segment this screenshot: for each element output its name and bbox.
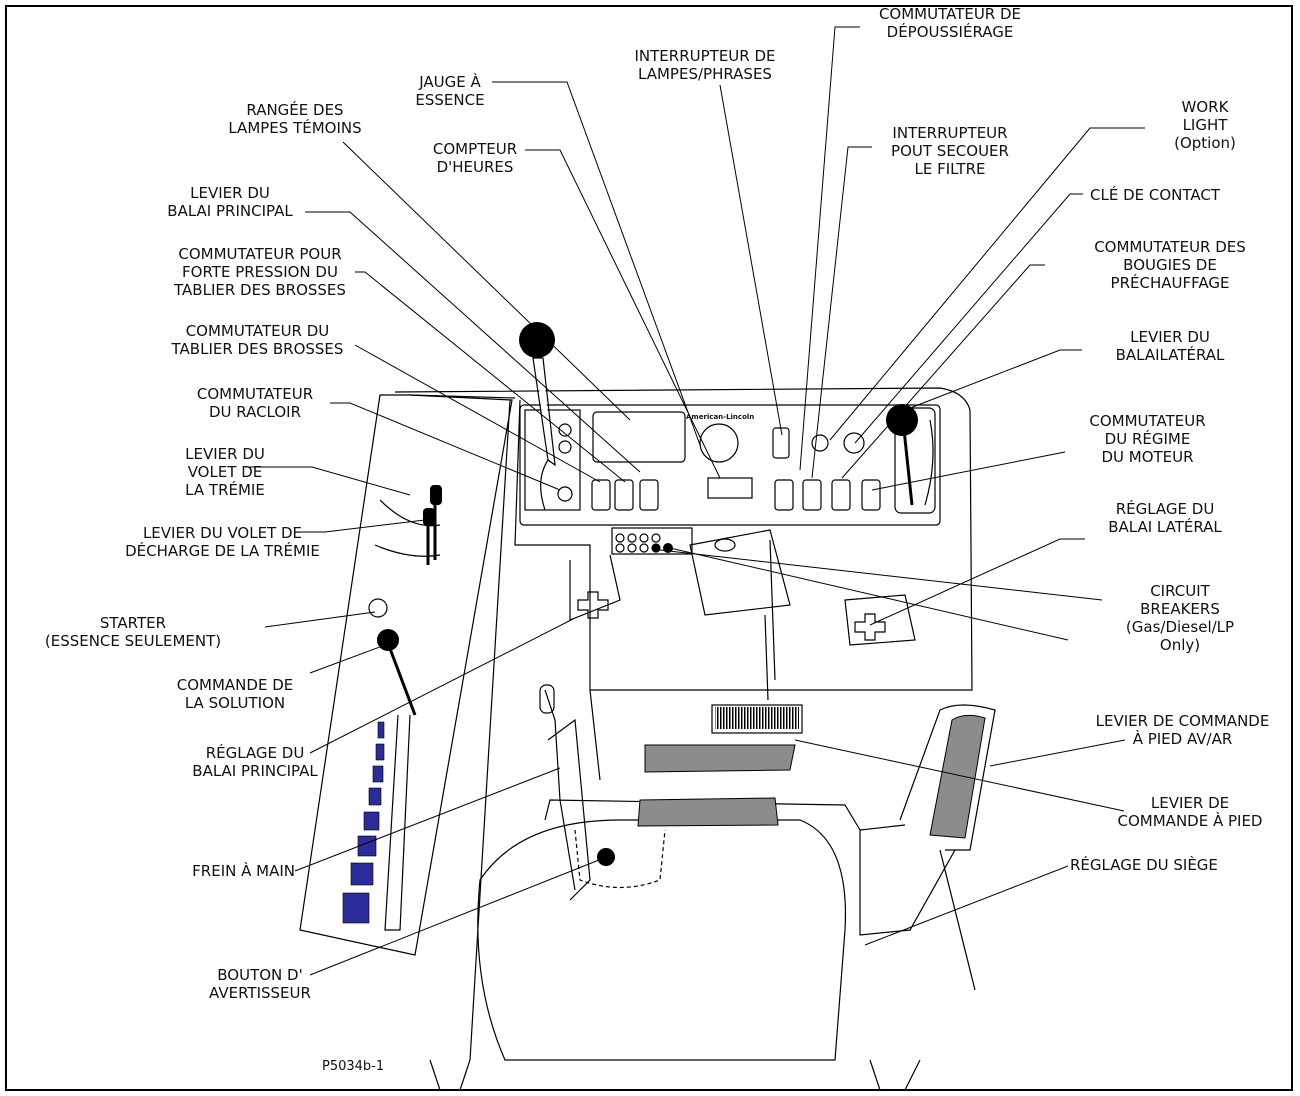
warning-lamp-row <box>592 411 686 463</box>
label-avertisseur: BOUTON D'AVERTISSEUR <box>209 966 311 1002</box>
switch-group-left <box>591 479 659 511</box>
fuel-gauge <box>699 423 739 463</box>
starter-knob <box>368 598 388 618</box>
hour-meter <box>707 477 753 499</box>
foot-pedal <box>711 704 803 734</box>
instrument-panel <box>519 404 941 526</box>
figure-border <box>5 5 1293 1091</box>
main-broom-knob <box>519 322 555 358</box>
label-cle-contact: CLÉ DE CONTACT <box>1090 186 1221 204</box>
label-siege: RÉGLAGE DU SIÈGE <box>1070 856 1218 874</box>
horn-button <box>597 848 615 866</box>
label-starter: STARTER(ESSENCE SEULEMENT) <box>44 614 222 650</box>
dashboard-body <box>394 387 973 691</box>
solution-knob <box>377 629 399 651</box>
panel-brand: American-Lincoln <box>686 413 755 421</box>
figure-code: P5034b-1 <box>322 1059 385 1074</box>
side-broom-knob <box>886 404 918 436</box>
main-broom-adjust <box>577 591 609 619</box>
hand-brake-handle <box>539 684 555 714</box>
left-console <box>299 394 513 956</box>
side-broom-adjust <box>854 613 886 641</box>
label-frein: FREIN À MAIN <box>192 862 295 880</box>
seat <box>477 819 847 1061</box>
center-console <box>689 529 791 616</box>
leader-lines <box>245 26 1145 976</box>
solution-level-bars <box>342 721 385 924</box>
